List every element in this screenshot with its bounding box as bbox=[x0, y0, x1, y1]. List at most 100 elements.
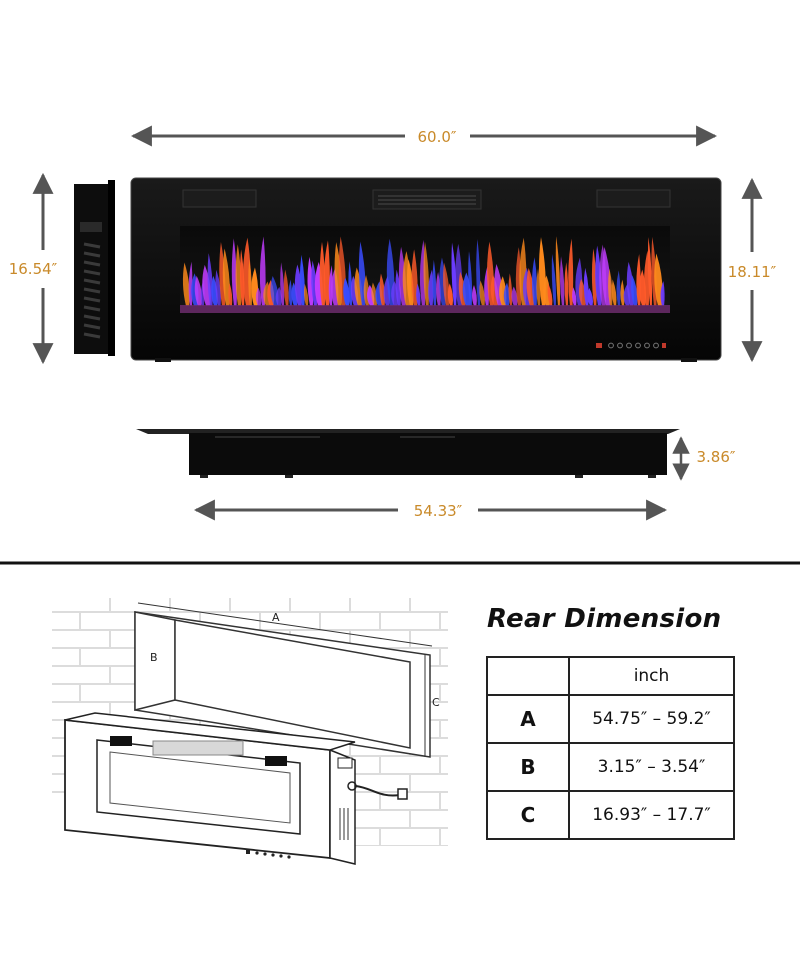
vent-slot bbox=[83, 305, 101, 312]
label-a: A bbox=[272, 611, 280, 624]
rear-dimension-title: Rear Dimension bbox=[487, 604, 722, 634]
vent-slot bbox=[83, 323, 101, 330]
vent-slot bbox=[83, 260, 101, 267]
flame bbox=[211, 275, 218, 306]
flame bbox=[283, 269, 289, 306]
flame bbox=[239, 249, 245, 306]
flame bbox=[228, 283, 233, 306]
vent-slot bbox=[83, 242, 101, 249]
table-corner-cell bbox=[486, 656, 570, 696]
rear-dimension-table: inch A 54.75″ – 59.2″ B 3.15″ – 3.54″ C … bbox=[486, 656, 735, 840]
flame bbox=[471, 285, 477, 306]
fireplace-top-view bbox=[136, 429, 680, 478]
control-panel bbox=[596, 342, 666, 349]
flame bbox=[564, 262, 569, 306]
flame bbox=[647, 237, 653, 306]
flame bbox=[559, 256, 565, 306]
flame bbox=[511, 286, 518, 306]
flame bbox=[319, 241, 326, 306]
flame bbox=[508, 273, 513, 306]
flame bbox=[503, 282, 510, 306]
flame bbox=[526, 268, 535, 306]
flame bbox=[215, 269, 222, 306]
row-value: 54.75″ – 59.2″ bbox=[568, 694, 735, 744]
row-value: 3.15″ – 3.54″ bbox=[568, 742, 735, 792]
flame bbox=[275, 286, 282, 306]
flame bbox=[255, 287, 262, 306]
flame bbox=[379, 273, 386, 306]
vent-slot bbox=[83, 332, 101, 339]
side-profile-unit bbox=[74, 180, 115, 356]
flame bbox=[531, 257, 538, 306]
flame bbox=[416, 283, 421, 306]
table-row: A 54.75″ – 59.2″ bbox=[486, 694, 735, 744]
flame bbox=[442, 262, 450, 306]
flame bbox=[555, 236, 561, 306]
flame bbox=[611, 279, 617, 306]
vent-slot bbox=[83, 314, 101, 321]
vent-slot bbox=[83, 296, 101, 303]
flame bbox=[587, 287, 593, 306]
body-width-label: 54.33″ bbox=[414, 502, 463, 520]
height-label: 18.11″ bbox=[728, 263, 777, 281]
flame bbox=[551, 253, 557, 306]
table-row: C 16.93″ – 17.7″ bbox=[486, 790, 735, 840]
flame bbox=[291, 282, 298, 306]
flame bbox=[406, 259, 414, 306]
width-label: 60.0″ bbox=[417, 128, 456, 146]
vent-slot bbox=[83, 278, 101, 285]
rear-installation-drawing: A B C bbox=[52, 598, 448, 865]
flame bbox=[423, 241, 430, 306]
flame bbox=[608, 268, 613, 306]
unit-header: inch bbox=[568, 656, 735, 696]
side-height-label: 16.54″ bbox=[9, 260, 58, 278]
flame bbox=[354, 267, 363, 306]
flame bbox=[259, 236, 266, 306]
flame bbox=[248, 259, 253, 306]
flame bbox=[235, 244, 242, 306]
flame bbox=[620, 279, 625, 306]
flame bbox=[343, 277, 350, 306]
flame bbox=[479, 280, 485, 306]
flame bbox=[303, 283, 309, 306]
vent-slot bbox=[83, 251, 101, 258]
flame bbox=[547, 283, 553, 306]
row-key: C bbox=[486, 790, 570, 840]
depth-label: 3.86″ bbox=[696, 448, 735, 466]
flame bbox=[371, 282, 378, 306]
flame bbox=[395, 269, 401, 306]
row-value: 16.93″ – 17.7″ bbox=[568, 790, 735, 840]
table-header-row: inch bbox=[486, 656, 735, 696]
flame bbox=[447, 283, 453, 306]
row-key: A bbox=[486, 694, 570, 744]
flame bbox=[432, 259, 437, 306]
flame bbox=[428, 269, 434, 306]
flame bbox=[572, 287, 577, 306]
flame bbox=[202, 264, 211, 306]
flame bbox=[299, 254, 305, 306]
fireplace-front-view bbox=[130, 177, 722, 362]
flame bbox=[222, 248, 230, 306]
flame bbox=[451, 242, 457, 306]
flame bbox=[328, 265, 333, 306]
flame bbox=[194, 275, 202, 306]
row-key: B bbox=[486, 742, 570, 792]
flame bbox=[280, 262, 285, 306]
flame bbox=[591, 248, 597, 306]
flame bbox=[307, 256, 314, 306]
flame bbox=[288, 279, 293, 306]
flame bbox=[578, 278, 587, 306]
vent-slot bbox=[83, 269, 101, 276]
label-b: B bbox=[150, 651, 158, 664]
label-c: C bbox=[432, 696, 440, 709]
vent-slot bbox=[83, 287, 101, 294]
flame bbox=[476, 238, 481, 306]
flame bbox=[231, 238, 238, 306]
flame bbox=[583, 267, 589, 306]
table-row: B 3.15″ – 3.54″ bbox=[486, 742, 735, 792]
flame bbox=[568, 238, 574, 306]
flame bbox=[468, 251, 473, 306]
flame bbox=[182, 262, 190, 306]
flame bbox=[323, 240, 330, 306]
flame bbox=[411, 249, 418, 306]
